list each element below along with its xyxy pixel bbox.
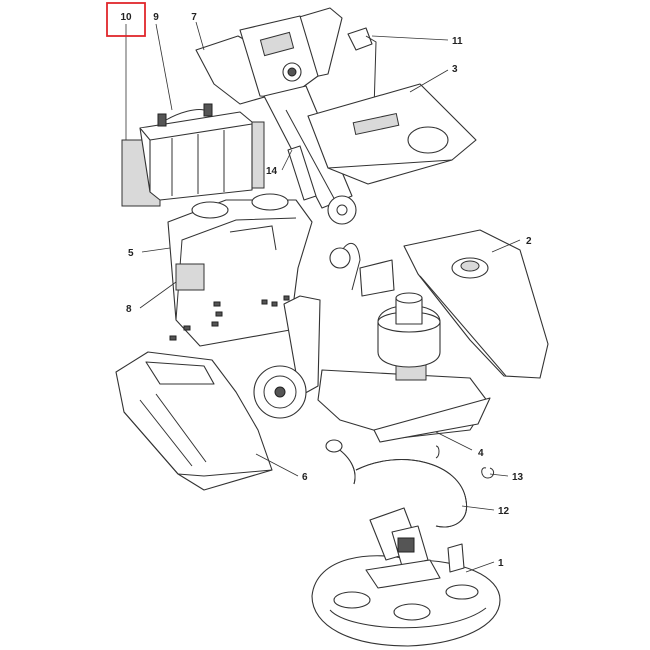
callout-14[interactable]: 14 (266, 166, 278, 177)
hose-clip (435, 445, 495, 479)
leader-lines (125, 21, 521, 573)
callout-8[interactable]: 8 (126, 304, 132, 315)
callout-10[interactable]: 10 (120, 12, 132, 23)
handle-assembly (195, 7, 357, 225)
handle-tube (287, 145, 317, 201)
screw-set (169, 295, 290, 341)
callout-12[interactable]: 12 (498, 506, 510, 517)
callout-10-highlight-box (106, 2, 146, 37)
battery-pack (121, 103, 265, 207)
callout-4[interactable]: 4 (478, 448, 484, 459)
rear-housing (167, 193, 313, 347)
callout-13[interactable]: 13 (512, 472, 524, 483)
brush-deck (311, 507, 501, 647)
front-tank (115, 351, 273, 491)
vacuum-motor (377, 292, 441, 368)
top-cover (307, 83, 477, 185)
callout-2[interactable]: 2 (526, 236, 532, 247)
callout-1[interactable]: 1 (498, 558, 504, 569)
callout-7[interactable]: 7 (191, 12, 197, 23)
callout-6[interactable]: 6 (302, 472, 308, 483)
callout-5[interactable]: 5 (128, 248, 134, 259)
callout-3[interactable]: 3 (452, 64, 458, 75)
callout-9[interactable]: 9 (153, 12, 159, 23)
side-tank (403, 229, 549, 379)
suction-hose (325, 439, 468, 528)
callout-11[interactable]: 11 (452, 36, 463, 47)
